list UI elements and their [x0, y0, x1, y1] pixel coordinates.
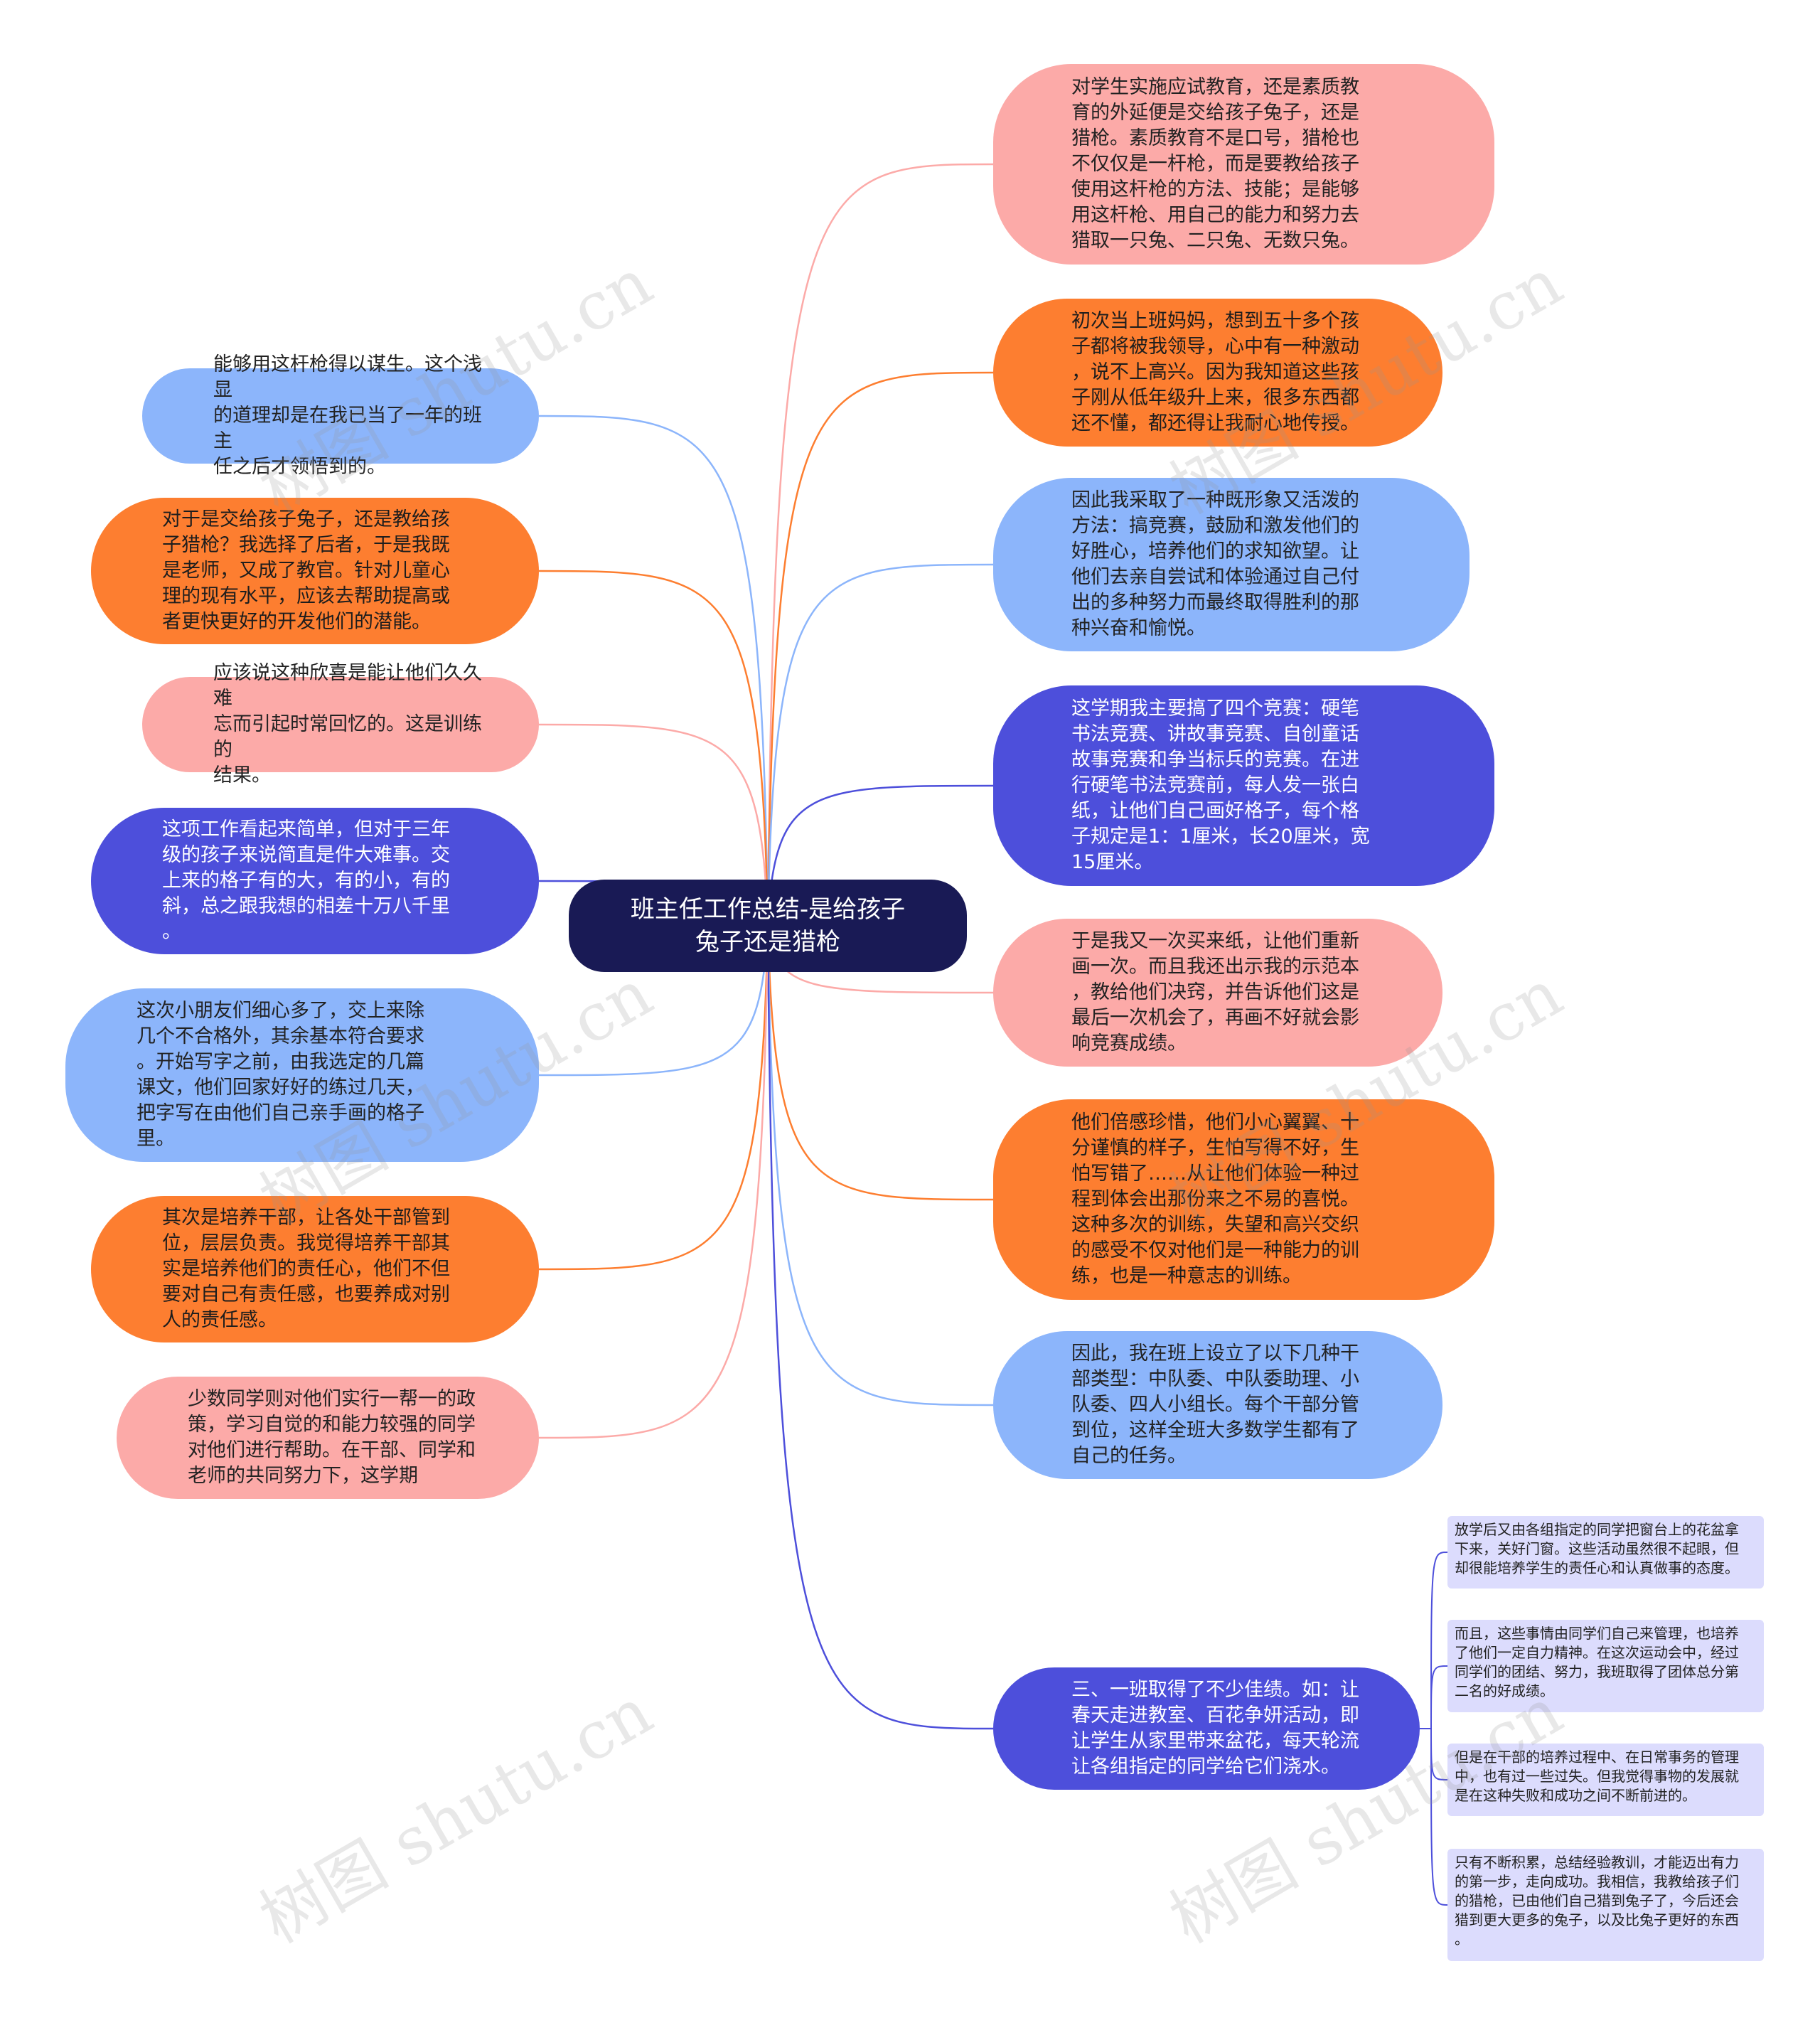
sub-node-3[interactable]: 但是在干部的培养过程中、在日常事务的管理 中，也有过一些过失。但我觉得事物的发展…	[1447, 1744, 1764, 1816]
connector-left-7	[538, 924, 769, 1439]
left-node-3-text: 应该说这种欣喜是能让他们久久难 忘而引起时常回忆的。这是训练的 结果。	[213, 662, 482, 786]
root-topic[interactable]: 班主任工作总结-是给孩子 兔子还是猎枪	[569, 880, 967, 972]
connector-sub-2	[1430, 1665, 1448, 1729]
connector-right-8	[766, 924, 994, 1730]
left-node-6[interactable]: 其次是培养干部，让各处干部管到 位，层层负责。我觉得培养干部其 实是培养他们的责…	[91, 1196, 539, 1342]
right-node-2[interactable]: 初次当上班妈妈，想到五十多个孩 子都将被我领导，心中有一种激动 ，说不上高兴。因…	[993, 299, 1442, 447]
connector-sub-4	[1430, 1728, 1448, 1906]
right-node-7[interactable]: 因此，我在班上设立了以下几种干 部类型：中队委、中队委助理、小 队委、四人小组长…	[993, 1331, 1442, 1479]
connector-sub-1	[1430, 1552, 1448, 1729]
sub-node-2[interactable]: 而且，这些事情由同学们自己来管理，也培养 了他们一定自力精神。在这次运动会中，经…	[1447, 1620, 1764, 1712]
right-node-3[interactable]: 因此我采取了一种既形象又活泼的 方法：搞竞赛，鼓励和激发他们的 好胜心，培养他们…	[993, 478, 1470, 651]
sub-node-3-text: 但是在干部的培养过程中、在日常事务的管理 中，也有过一些过失。但我觉得事物的发展…	[1455, 1749, 1739, 1804]
connector-sub-3	[1430, 1728, 1448, 1781]
right-node-6[interactable]: 他们倍感珍惜，他们小心翼翼、十 分谨慎的样子，生怕写得不好，生 怕写错了……从让…	[993, 1099, 1494, 1300]
connector-left-5	[538, 924, 769, 1077]
connector-right-1	[766, 163, 994, 925]
connector-left-2	[538, 570, 769, 925]
left-node-4[interactable]: 这项工作看起来简单，但对于三年 级的孩子来说简直是件大难事。交 上来的格子有的大…	[91, 808, 539, 954]
connector-right-6	[766, 924, 994, 1201]
connector-left-6	[538, 924, 769, 1271]
left-node-3[interactable]: 应该说这种欣喜是能让他们久久难 忘而引起时常回忆的。这是训练的 结果。	[142, 662, 539, 786]
right-node-5[interactable]: 于是我又一次买来纸，让他们重新 画一次。而且我还出示我的示范本 ，教给他们决窍，…	[993, 919, 1442, 1067]
right-node-8-text: 三、一班取得了不少佳绩。如：让 春天走进教室、百花争妍活动，即 让学生从家里带来…	[1071, 1679, 1359, 1778]
right-node-6-text: 他们倍感珍惜，他们小心翼翼、十 分谨慎的样子，生怕写得不好，生 怕写错了……从让…	[1071, 1111, 1359, 1287]
right-node-8[interactable]: 三、一班取得了不少佳绩。如：让 春天走进教室、百花争妍活动，即 让学生从家里带来…	[993, 1667, 1420, 1790]
sub-node-1-text: 放学后又由各组指定的同学把窗台上的花盆拿 下来，关好门窗。这些活动虽然很不起眼，…	[1455, 1521, 1739, 1576]
right-node-4[interactable]: 这学期我主要搞了四个竞赛：硬笔 书法竞赛、讲故事竞赛、自创童话 故事竞赛和争当标…	[993, 685, 1494, 886]
sub-node-2-text: 而且，这些事情由同学们自己来管理，也培养 了他们一定自力精神。在这次运动会中，经…	[1455, 1625, 1739, 1699]
left-node-2-text: 对于是交给孩子兔子，还是教给孩 子猎枪？我选择了后者，于是我既 是老师，又成了教…	[162, 508, 450, 633]
sub-node-4[interactable]: 只有不断积累，总结经验教训，才能迈出有力 的第一步，走向成功。我相信，我教给孩子…	[1447, 1849, 1764, 1961]
root-topic-text: 班主任工作总结-是给孩子 兔子还是猎枪	[630, 895, 906, 956]
right-node-2-text: 初次当上班妈妈，想到五十多个孩 子都将被我领导，心中有一种激动 ，说不上高兴。因…	[1071, 310, 1359, 434]
sub-node-4-text: 只有不断积累，总结经验教训，才能迈出有力 的第一步，走向成功。我相信，我教给孩子…	[1455, 1854, 1739, 1948]
left-node-7-text: 少数同学则对他们实行一帮一的政 策，学习自觉的和能力较强的同学 对他们进行帮助。…	[188, 1388, 476, 1487]
right-node-1[interactable]: 对学生实施应试教育，还是素质教 育的外延便是交给孩子兔子，还是 猎枪。素质教育不…	[993, 64, 1494, 265]
connector-left-3	[538, 723, 769, 925]
connector-right-7	[766, 924, 994, 1406]
connector-right-2	[766, 371, 994, 925]
connector-right-3	[766, 563, 994, 925]
connector-left-1	[538, 415, 769, 925]
connector-right-4	[766, 784, 994, 925]
left-node-2[interactable]: 对于是交给孩子兔子，还是教给孩 子猎枪？我选择了后者，于是我既 是老师，又成了教…	[91, 498, 539, 644]
left-node-7[interactable]: 少数同学则对他们实行一帮一的政 策，学习自觉的和能力较强的同学 对他们进行帮助。…	[117, 1377, 539, 1499]
right-node-4-text: 这学期我主要搞了四个竞赛：硬笔 书法竞赛、讲故事竞赛、自创童话 故事竞赛和争当标…	[1071, 698, 1370, 873]
right-node-7-text: 因此，我在班上设立了以下几种干 部类型：中队委、中队委助理、小 队委、四人小组长…	[1071, 1342, 1359, 1467]
left-node-1-text: 能够用这杆枪得以谋生。这个浅显 的道理却是在我已当了一年的班主 任之后才领悟到的…	[213, 353, 482, 478]
left-node-5[interactable]: 这次小朋友们细心多了，交上来除 几个不合格外，其余基本符合要求 。开始写字之前，…	[65, 988, 539, 1162]
right-node-3-text: 因此我采取了一种既形象又活泼的 方法：搞竞赛，鼓励和激发他们的 好胜心，培养他们…	[1071, 489, 1359, 639]
right-node-5-text: 于是我又一次买来纸，让他们重新 画一次。而且我还出示我的示范本 ，教给他们决窍，…	[1071, 930, 1359, 1055]
left-node-5-text: 这次小朋友们细心多了，交上来除 几个不合格外，其余基本符合要求 。开始写字之前，…	[136, 1000, 424, 1150]
left-node-1[interactable]: 能够用这杆枪得以谋生。这个浅显 的道理却是在我已当了一年的班主 任之后才领悟到的…	[142, 353, 539, 478]
left-node-4-text: 这项工作看起来简单，但对于三年 级的孩子来说简直是件大难事。交 上来的格子有的大…	[162, 818, 450, 943]
sub-node-1[interactable]: 放学后又由各组指定的同学把窗台上的花盆拿 下来，关好门窗。这些活动虽然很不起眼，…	[1447, 1516, 1764, 1589]
right-node-1-text: 对学生实施应试教育，还是素质教 育的外延便是交给孩子兔子，还是 猎枪。素质教育不…	[1071, 76, 1359, 252]
left-node-6-text: 其次是培养干部，让各处干部管到 位，层层负责。我觉得培养干部其 实是培养他们的责…	[162, 1207, 450, 1331]
